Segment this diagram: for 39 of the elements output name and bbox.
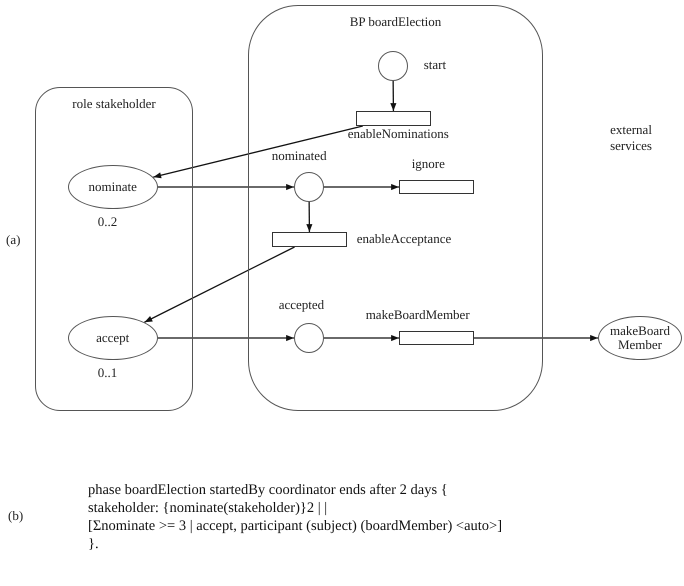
transition-bar (398, 180, 474, 194)
arrow (158, 184, 294, 190)
arrow (324, 334, 399, 342)
node-label: nominate (88, 180, 137, 194)
arrow (153, 125, 363, 178)
node-caption: makeBoardMember (366, 306, 470, 323)
node-label: accept (96, 330, 130, 345)
arrow (306, 202, 312, 232)
node-caption: start (424, 56, 446, 73)
lane-title: BP boardElection (348, 14, 442, 30)
node-label: makeBoard Member (609, 324, 671, 352)
code-line: }. (88, 536, 99, 553)
place-circle (294, 172, 324, 202)
arrow (144, 246, 295, 323)
panel-label: (b) (8, 508, 24, 524)
side-note: external services (609, 122, 653, 154)
node-caption: enableAcceptance (356, 230, 452, 247)
arrow (158, 334, 294, 342)
transition-bar (272, 232, 347, 247)
transition-bar (398, 330, 474, 345)
code-line: stakeholder: {nominate(stakeholder)}2 | | (88, 500, 328, 517)
place-circle (378, 50, 408, 81)
panel-label: (a) (6, 232, 20, 248)
transition-bar (356, 110, 431, 126)
node-caption: accepted (278, 296, 324, 313)
node-caption: enableNominations (348, 126, 449, 142)
lane-title: role stakeholder (71, 96, 157, 112)
arrow (474, 334, 598, 342)
code-line: phase boardElection startedBy coordinator ends after 2 days { (88, 482, 448, 499)
swimlane-box (35, 87, 193, 411)
arrow (324, 184, 399, 190)
node-caption: nominated (272, 148, 327, 164)
node-caption: 0..2 (98, 214, 118, 230)
swimlane-box (248, 5, 543, 411)
node-caption: ignore (412, 156, 445, 172)
node-caption: 0..1 (98, 364, 118, 381)
place-circle (294, 322, 324, 353)
code-line: [Σnominate >= 3 | accept, participant (subject) (boardMember) <auto>] (88, 518, 502, 535)
arrow (390, 81, 396, 111)
